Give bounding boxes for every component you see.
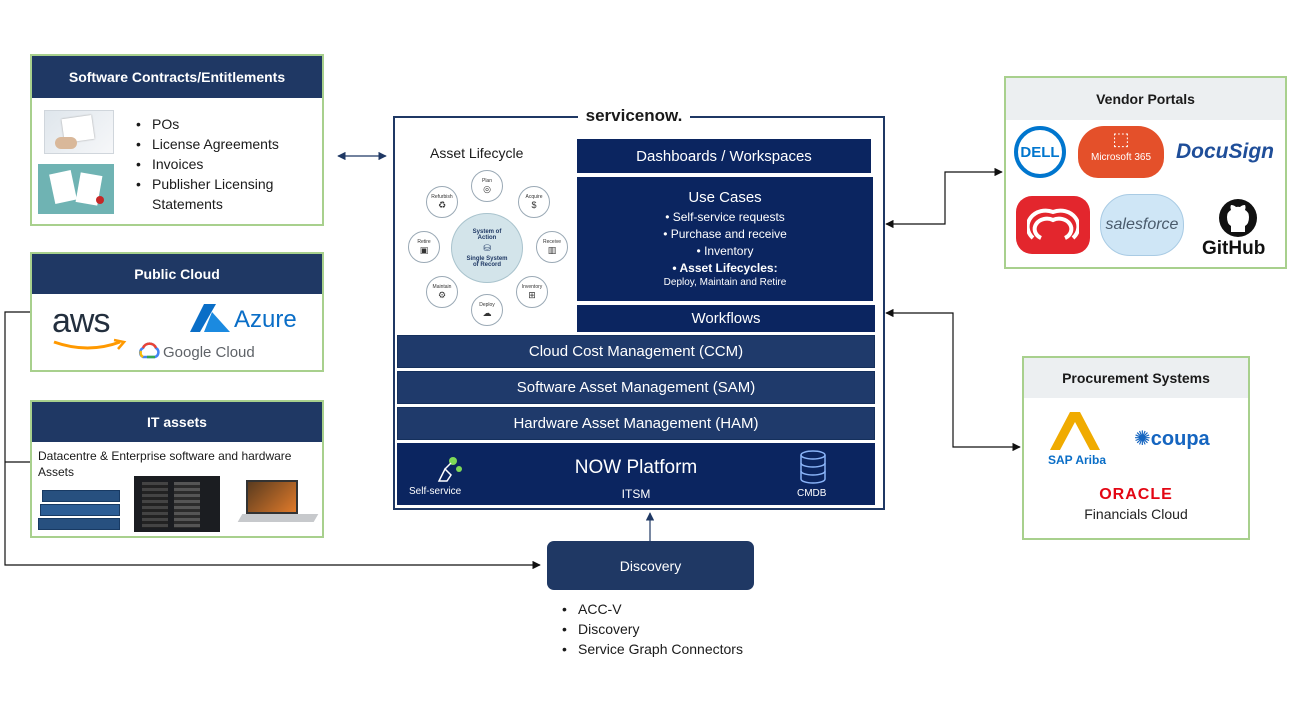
- lifecycle-stage-acquire: Acquire$: [518, 186, 550, 218]
- microsoft-365-label: Microsoft 365: [1090, 152, 1152, 163]
- software-contracts-box: Software Contracts/Entitlements POs Lice…: [30, 54, 324, 226]
- aws-smile-icon: [53, 338, 127, 350]
- dashboards-block: Dashboards / Workspaces: [577, 139, 871, 173]
- use-case-item: • Purchase and receive: [663, 227, 787, 241]
- use-case-item: • Asset Lifecycles:: [672, 261, 778, 275]
- coupa-label: coupa: [1150, 428, 1210, 450]
- it-assets-title: IT assets: [32, 402, 322, 442]
- docusign-logo: DocuSign: [1176, 140, 1274, 163]
- azure-logo: Azure: [234, 306, 297, 333]
- use-case-sub: Deploy, Maintain and Retire: [663, 277, 787, 288]
- lifecycle-center-top: System of Action: [472, 228, 502, 241]
- salesforce-logo: salesforce: [1100, 194, 1184, 256]
- sap-ariba-label: SAP Ariba: [1047, 453, 1107, 467]
- office-icon: ⬚: [1112, 129, 1130, 149]
- dell-logo: DELL: [1014, 126, 1066, 178]
- lifecycle-center-bottom: Single System of Record: [466, 255, 508, 268]
- contract-item: License Agreements: [132, 134, 322, 154]
- database-icon: ⛁: [483, 242, 491, 253]
- ccm-block: Cloud Cost Management (CCM): [397, 335, 875, 368]
- contract-items-list: POs License Agreements Invoices Publishe…: [132, 114, 322, 214]
- lifecycle-stage-refurbish: Refurbish♻: [426, 186, 458, 218]
- lifecycle-stage-maintain: Maintain⚙: [426, 276, 458, 308]
- cmdb-icon: [800, 450, 826, 484]
- ham-block: Hardware Asset Management (HAM): [397, 407, 875, 440]
- procurement-workflows-arrow: [885, 308, 1021, 452]
- sap-ariba-icon: [1050, 412, 1100, 450]
- network-switch-icon: [38, 486, 124, 530]
- contract-photo: [44, 110, 114, 154]
- laptop-icon: [237, 480, 320, 530]
- oracle-logo: ORACLE: [1099, 486, 1173, 503]
- github-icon: [1219, 199, 1257, 237]
- asset-lifecycle-diagram: System of Action ⛁ Single System of Reco…: [406, 168, 568, 328]
- self-service-label: Self-service: [409, 486, 462, 497]
- cloud-discovery-line: [4, 311, 541, 570]
- discovery-item: ACC-V: [558, 599, 798, 619]
- lifecycle-center: System of Action ⛁ Single System of Reco…: [451, 213, 523, 283]
- discovery-item: Discovery: [558, 619, 798, 639]
- github-logo: GitHub: [1202, 238, 1266, 259]
- azure-icon: [190, 304, 230, 332]
- vendor-portals-box: Vendor Portals DELL ⬚ Microsoft 365 Docu…: [1004, 76, 1287, 269]
- oracle-financials-label: Financials Cloud: [1084, 506, 1188, 522]
- public-cloud-title: Public Cloud: [32, 254, 322, 294]
- microsoft-365-logo: ⬚ Microsoft 365: [1078, 126, 1164, 178]
- lifecycle-stage-inventory: Inventory⊞: [516, 276, 548, 308]
- server-rack-icon: [134, 476, 220, 532]
- vendor-portals-title: Vendor Portals: [1006, 78, 1285, 120]
- use-cases-block: Use Cases • Self-service requests • Purc…: [577, 177, 873, 301]
- google-cloud-logo: Google Cloud: [163, 344, 255, 361]
- sam-block: Software Asset Management (SAM): [397, 371, 875, 404]
- now-platform-title: NOW Platform: [574, 457, 698, 478]
- lifecycle-stage-deploy: Deploy☁: [471, 294, 503, 326]
- adobe-cloud-icon: [1016, 196, 1090, 254]
- use-cases-title: Use Cases: [688, 189, 762, 206]
- coupa-icon: ✺: [1134, 428, 1151, 450]
- coupa-logo: ✺coupa: [1134, 426, 1210, 451]
- use-cases-list: • Self-service requests • Purchase and r…: [577, 209, 873, 277]
- aws-logo: aws: [52, 302, 110, 340]
- lifecycle-stage-receive: Receive▥: [536, 231, 568, 263]
- contract-item: Publisher Licensing Statements: [132, 174, 322, 214]
- discovery-item: Service Graph Connectors: [558, 639, 798, 659]
- use-case-item: • Inventory: [696, 244, 754, 258]
- google-cloud-icon: [138, 342, 160, 359]
- itsm-label: ITSM: [621, 487, 651, 501]
- it-assets-description: Datacentre & Enterprise software and har…: [38, 449, 292, 479]
- contract-item: POs: [132, 114, 322, 134]
- servicenow-logo: servicenow.: [578, 106, 690, 126]
- self-service-icon: [437, 457, 462, 482]
- software-contracts-title: Software Contracts/Entitlements: [32, 56, 322, 98]
- now-platform-block: NOW Platform ITSM Self-service CMDB: [397, 443, 875, 505]
- contract-item: Invoices: [132, 154, 322, 174]
- it-assets-box: IT assets Datacentre & Enterprise softwa…: [30, 400, 324, 538]
- documents-photo: [38, 164, 114, 214]
- procurement-box: Procurement Systems SAP Ariba ✺coupa ORA…: [1022, 356, 1250, 540]
- lifecycle-stage-plan: Plan◎: [471, 170, 503, 202]
- workflows-block: Workflows: [577, 305, 875, 332]
- vendor-usecases-arrow: [885, 167, 1003, 229]
- procurement-title: Procurement Systems: [1024, 358, 1248, 398]
- cmdb-label: CMDB: [797, 488, 827, 499]
- lifecycle-stage-retire: Retire▣: [408, 231, 440, 263]
- asset-lifecycle-title: Asset Lifecycle: [430, 145, 524, 161]
- use-case-item: • Self-service requests: [665, 210, 785, 224]
- public-cloud-box: Public Cloud aws Azure Google Cloud: [30, 252, 324, 372]
- discovery-block: Discovery: [547, 541, 754, 590]
- discovery-items-list: ACC-V Discovery Service Graph Connectors: [558, 599, 798, 659]
